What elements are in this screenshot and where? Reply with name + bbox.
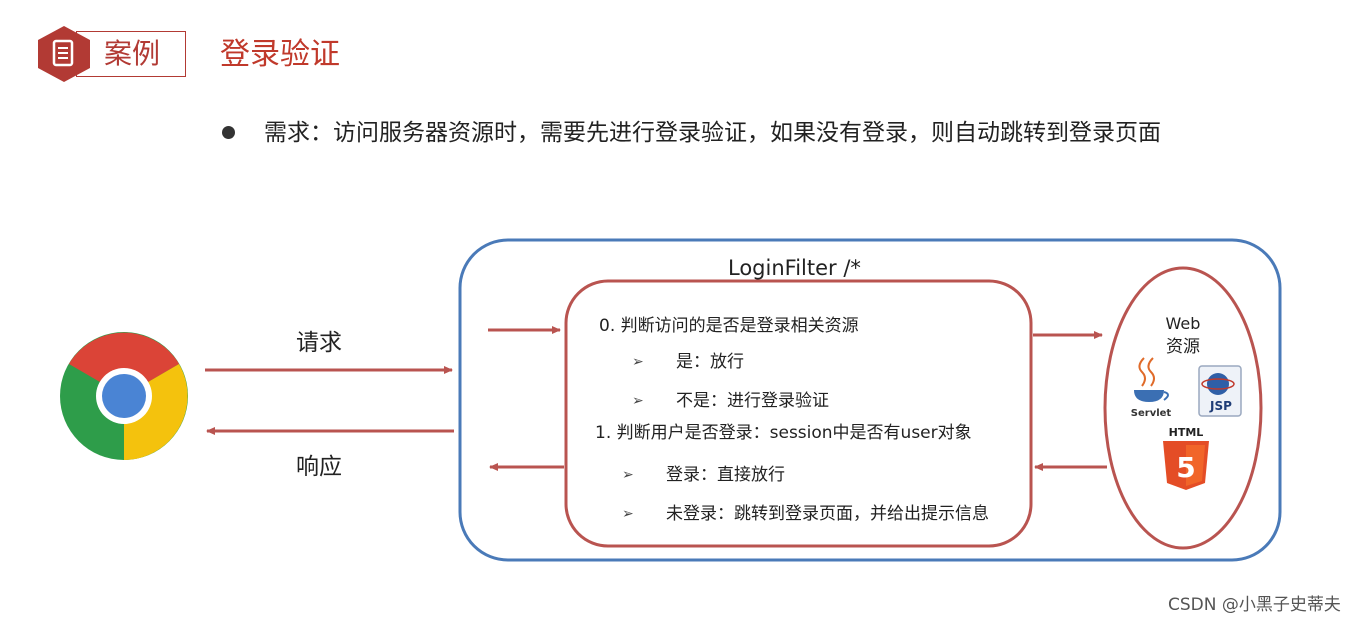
bullet-dot [222, 126, 235, 139]
document-icon [38, 26, 90, 82]
jsp-label: JSP [1209, 399, 1232, 413]
step-0-no: 不是：进行登录验证 [676, 391, 829, 411]
jsp-icon: JSP [1198, 365, 1242, 417]
response-label: 响应 [296, 454, 342, 480]
case-badge [76, 31, 186, 77]
filter-title: LoginFilter /* [728, 256, 861, 280]
servlet-icon: Servlet [1131, 357, 1172, 419]
request-label: 请求 [296, 330, 342, 356]
step-1-yes: 登录：直接放行 [666, 465, 785, 485]
requirement-text: 需求：访问服务器资源时，需要先进行登录验证，如果没有登录，则自动跳转到登录页面 [264, 120, 1161, 146]
web-resources-line2: 资源 [1166, 337, 1200, 357]
filter-container [458, 238, 1282, 562]
step-1-no-marker: ➢ [622, 506, 634, 522]
web-resources-line1: Web [1165, 314, 1201, 333]
servlet-label: Servlet [1131, 408, 1172, 419]
watermark: CSDN @小黑子史蒂夫 [1168, 595, 1341, 615]
html5-badge: 5 [1176, 451, 1195, 484]
case-badge-label: 案例 [104, 37, 161, 70]
step-1: 1. 判断用户是否登录：session中是否有user对象 [595, 423, 972, 443]
page-title: 登录验证 [220, 37, 340, 72]
filter-logic-box [564, 279, 1033, 548]
step-0-yes: 是：放行 [676, 352, 744, 372]
step-0-yes-marker: ➢ [632, 354, 644, 370]
step-0-no-marker: ➢ [632, 393, 644, 409]
step-0: 0. 判断访问的是否是登录相关资源 [599, 316, 859, 336]
step-1-no: 未登录：跳转到登录页面，并给出提示信息 [666, 504, 989, 524]
html-label: HTML [1169, 426, 1204, 439]
chrome-browser-icon [60, 332, 188, 460]
web-resources-ellipse [1103, 266, 1263, 550]
html5-icon: HTML 5 [1163, 426, 1209, 490]
step-1-yes-marker: ➢ [622, 467, 634, 483]
